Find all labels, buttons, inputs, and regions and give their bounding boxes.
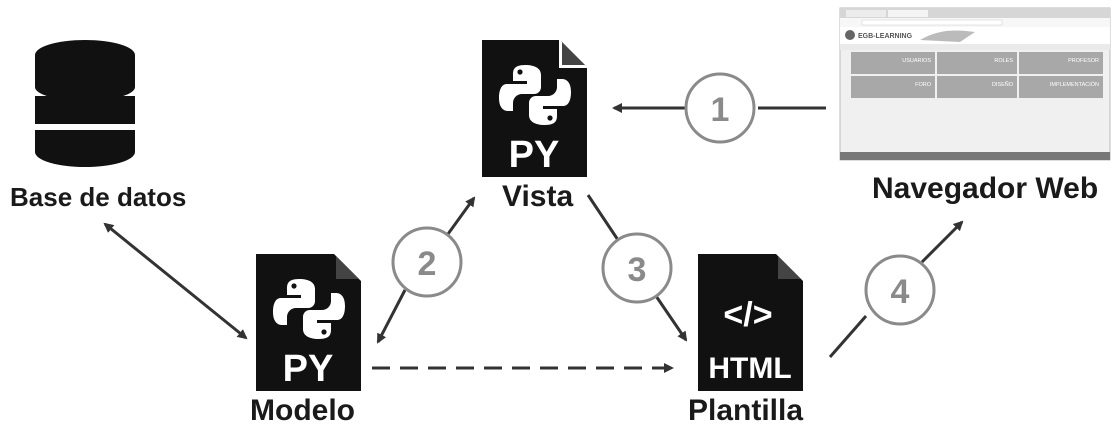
view-label: Vista [502,180,574,213]
site-header [840,27,1110,44]
template-file-icon: </> HTML [698,254,803,391]
tile-profesor: PROFESOR [1068,58,1099,64]
view-file-icon: PY [482,40,587,177]
browser-label: Navegador Web [872,172,1099,205]
model-file-tag: PY [283,348,334,390]
step-2-number: 2 [418,245,437,283]
database-icon [33,40,137,167]
site-logo: EGB-LEARNING [858,33,913,40]
arrow-2-lower [376,289,407,344]
tile-roles: ROLES [994,58,1013,64]
arrow-db-model [103,222,248,340]
tile-foro: FORO [915,82,932,88]
browser-tab-bar [840,8,1110,18]
arrow-3-upper [586,194,620,241]
browser-screenshot: EGB-LEARNING USUARIOS ROLES PROFESOR FOR… [839,7,1111,161]
step-1-number: 1 [711,91,730,129]
arrow-3-lower [654,295,688,342]
database-label: Base de datos [10,182,187,212]
python-logo-icon [499,65,571,125]
arrow-2-upper [446,196,476,235]
step-2-badge: 2 [391,226,463,298]
template-label: Plantilla [688,394,804,427]
tile-usuarios: USUARIOS [902,58,931,64]
tile-diseno: DISEÑO [992,81,1014,88]
step-1-badge: 1 [684,72,756,144]
python-logo-icon [273,279,345,339]
step-3-badge: 3 [601,232,673,304]
arrow-4-lower [828,315,868,358]
model-file-icon: PY [256,254,361,391]
template-file-tag: HTML [708,352,791,385]
code-icon: </> [723,296,772,334]
tile-implementacion: IMPLEMENTACIÓN [1050,81,1099,88]
step-3-number: 3 [628,251,647,289]
step-4-number: 4 [891,273,910,311]
view-file-tag: PY [509,134,560,176]
site-footer [840,152,1110,160]
step-4-badge: 4 [864,254,936,326]
arrow-4-upper [920,220,964,264]
model-label: Modelo [250,394,355,427]
